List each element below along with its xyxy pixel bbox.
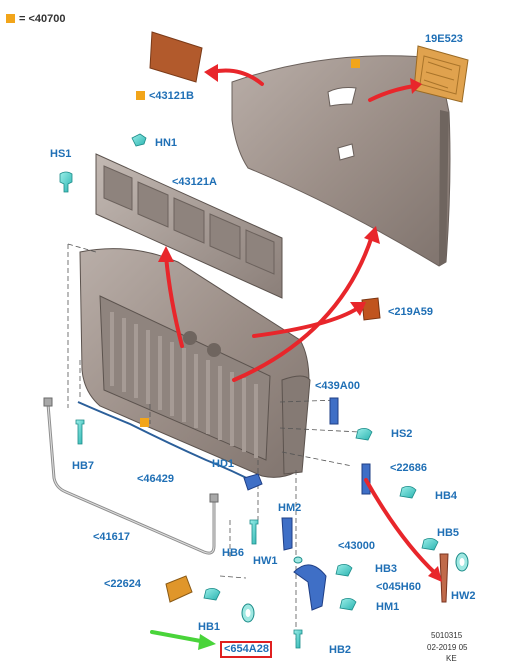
fastener-hb5 (421, 538, 439, 551)
inner-tailgate-panel (79, 248, 311, 478)
label-hs2: HS2 (391, 428, 413, 440)
label-hb4: HB4 (435, 490, 458, 502)
fastener-hm1 (339, 598, 357, 611)
label-hm1: HM1 (376, 601, 400, 613)
outer-tailgate-panel (231, 55, 451, 267)
diagram-code: 5010315 (431, 631, 463, 640)
fastener-hs2 (355, 428, 373, 441)
label-43121b: <43121B (149, 90, 194, 102)
fastener-hb6 (249, 519, 259, 545)
diagram-date: 02-2019 05 (427, 643, 468, 652)
label-19e523: 19E523 (425, 33, 463, 45)
hinge-block-22624 (165, 575, 193, 603)
fastener-hb1 (203, 588, 221, 601)
applique-43121b (149, 31, 203, 83)
bracket-219a59 (361, 297, 381, 321)
label-hb5: HB5 (437, 527, 460, 539)
highlight-box-654a28 (220, 641, 272, 658)
label-41617: <41617 (93, 531, 131, 543)
legend-text: = <40700 (19, 13, 66, 25)
marker-43121b (136, 91, 145, 100)
label-hb6: HB6 (222, 547, 245, 559)
label-hw2: HW2 (451, 590, 476, 602)
label-43121a: <43121A (172, 176, 217, 188)
label-hb2: HB2 (329, 644, 352, 656)
label-hb1: HB1 (198, 621, 221, 633)
label-439a00: <439A00 (315, 380, 360, 392)
label-46429: <46429 (137, 473, 175, 485)
fastener-hb4 (399, 486, 417, 499)
fastener-hs1 (59, 171, 73, 193)
label-045h60: <045H60 (376, 581, 421, 593)
label-219a59: <219A59 (388, 306, 433, 318)
label-hb3: HB3 (375, 563, 398, 575)
fastener-hb7 (75, 419, 85, 445)
grille-panel-43121a (95, 153, 283, 299)
label-hb7: HB7 (72, 460, 95, 472)
label-22686: <22686 (390, 462, 428, 474)
support-cable-41617 (43, 397, 219, 555)
assembly-markers (140, 59, 360, 427)
label-hs1: HS1 (50, 148, 72, 160)
bracket-hd1 (243, 473, 263, 491)
bracket-439a00 (329, 397, 339, 425)
fasteners (59, 133, 439, 649)
part-19e523 (413, 45, 469, 103)
label-hd1: HD1 (212, 458, 235, 470)
label-654a28: <654A28 (224, 643, 269, 655)
label-43000: <43000 (338, 540, 376, 552)
label-hn1: HN1 (155, 137, 178, 149)
label-hm2: HM2 (278, 502, 302, 514)
washer-hw1 (293, 556, 303, 564)
bracket-43000 (293, 564, 327, 611)
cable-46429 (77, 401, 259, 485)
fastener-hn1 (131, 133, 147, 147)
green-arrow (150, 630, 216, 650)
fastener-hb2 (293, 629, 303, 649)
diagram-initials: KE (446, 654, 457, 663)
label-22624: <22624 (104, 578, 142, 590)
leader-lines (67, 243, 361, 640)
bracket-hm2 (281, 517, 293, 551)
label-hw1: HW1 (253, 555, 278, 567)
strap-045h60 (439, 553, 449, 603)
legend-swatch (6, 14, 15, 23)
fastener-hb3 (335, 564, 353, 577)
red-arrowheads (158, 64, 442, 582)
